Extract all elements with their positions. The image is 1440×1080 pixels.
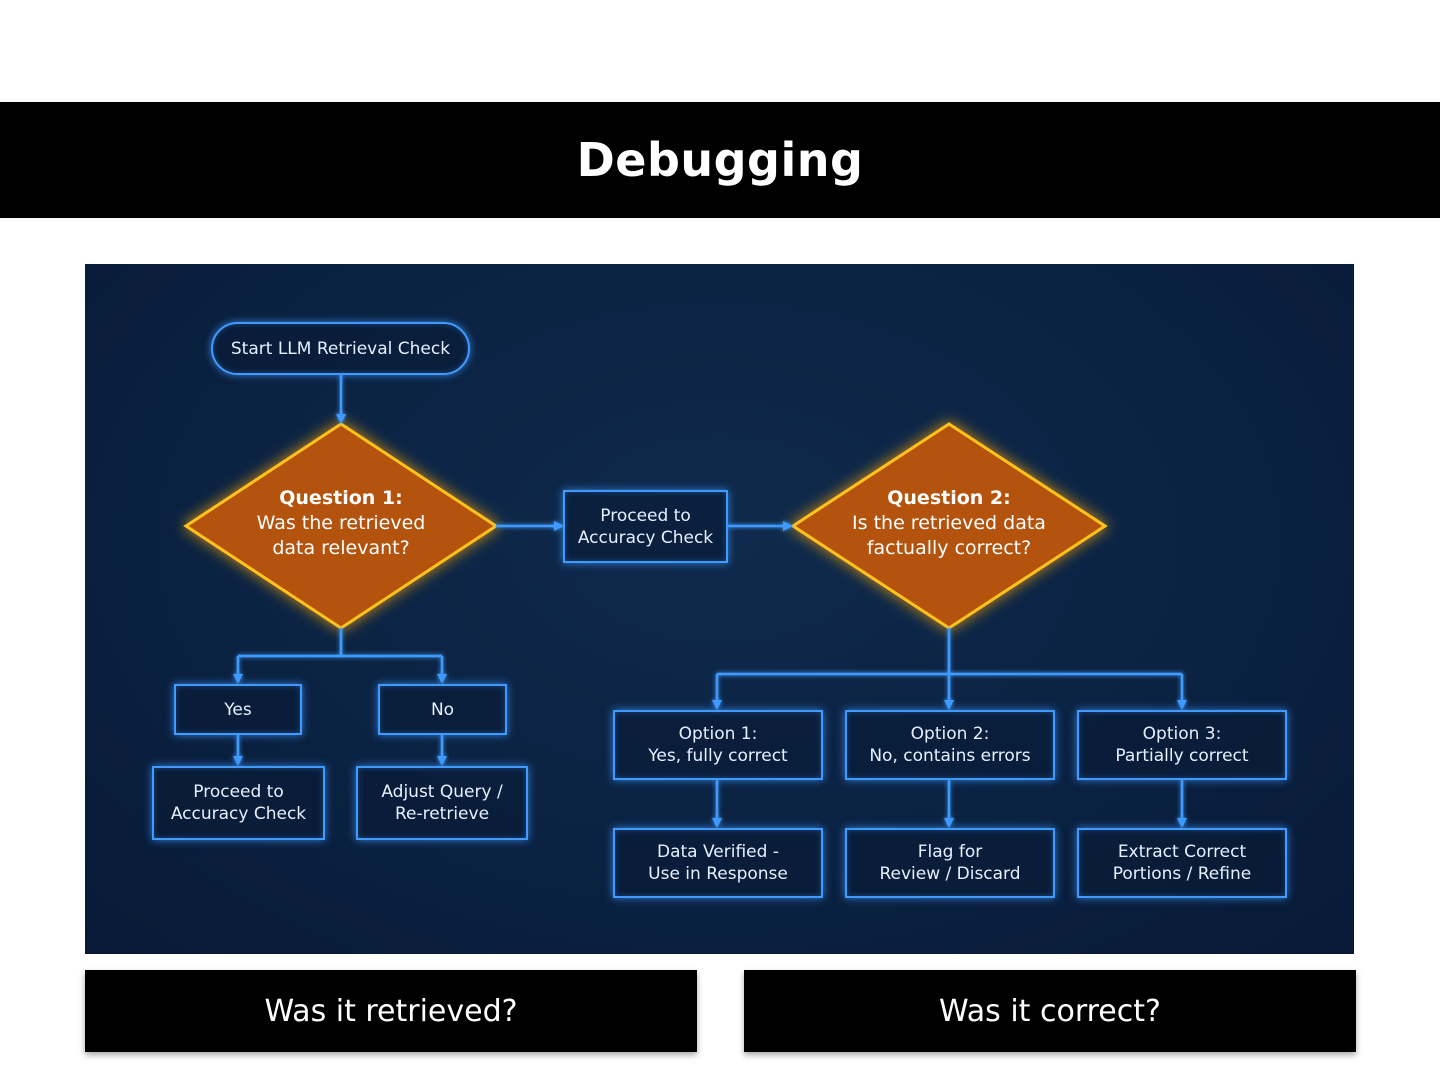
option1-result-node: Data Verified - Use in Response	[613, 828, 823, 898]
yes-result-node: Proceed to Accuracy Check	[152, 766, 325, 840]
flowchart-panel: Start LLM Retrieval Check Question 1: Wa…	[85, 264, 1354, 954]
option3-result-node: Extract Correct Portions / Refine	[1077, 828, 1287, 898]
flowchart-connectors	[183, 375, 1187, 828]
yes-node: Yes	[174, 684, 302, 735]
option1-node: Option 1: Yes, fully correct	[613, 710, 823, 780]
connector-q2-split	[717, 628, 1182, 676]
caption-retrieved: Was it retrieved?	[85, 970, 697, 1052]
no-node: No	[378, 684, 507, 735]
option2-result-node: Flag for Review / Discard	[845, 828, 1055, 898]
question1-body: Was the retrieved data relevant?	[256, 512, 426, 559]
question2-label: Question 2:	[887, 487, 1011, 509]
question1-label: Question 1:	[279, 487, 403, 509]
connector-q1-split	[238, 628, 442, 658]
option2-node: Option 2: No, contains errors	[845, 710, 1055, 780]
title-bar: Debugging	[0, 102, 1440, 218]
caption-correct: Was it correct?	[744, 970, 1356, 1052]
no-result-node: Adjust Query / Re-retrieve	[356, 766, 528, 840]
start-node: Start LLM Retrieval Check	[211, 322, 470, 375]
proceed-accuracy-node: Proceed to Accuracy Check	[563, 490, 728, 563]
question2-body: Is the retrieved data factually correct?	[852, 512, 1046, 559]
option3-node: Option 3: Partially correct	[1077, 710, 1287, 780]
question1-text: Question 1: Was the retrieved data relev…	[216, 486, 466, 561]
page-title: Debugging	[576, 133, 864, 187]
question2-text: Question 2: Is the retrieved data factua…	[824, 486, 1074, 561]
